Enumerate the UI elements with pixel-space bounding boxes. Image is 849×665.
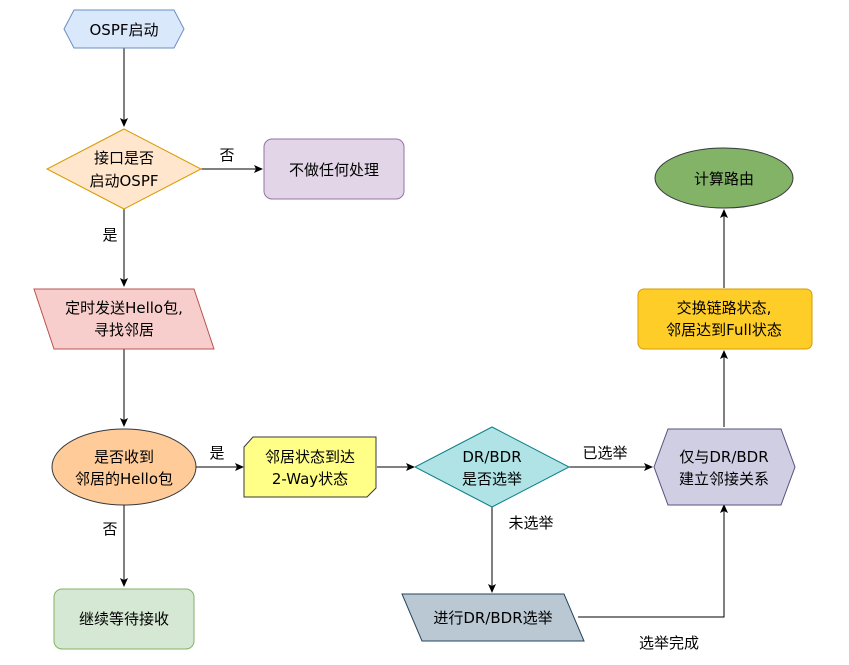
dr-bdr-check-diamond xyxy=(413,426,571,508)
node-send-hello: 定时发送Hello包, 寻找邻居 xyxy=(33,288,215,350)
adjacency-line-1: 仅与DR/BDR xyxy=(679,448,768,466)
edge-label-yes-received: 是 xyxy=(209,444,224,462)
send-hello-line-1: 定时发送Hello包, xyxy=(65,299,183,317)
node-ospf-start: OSPF启动 xyxy=(63,9,185,49)
compute-route-label: 计算路由 xyxy=(694,170,754,188)
adjacency-line-2: 建立邻接关系 xyxy=(679,470,769,488)
node-two-way: 邻居状态到达 2-Way状态 xyxy=(243,436,377,498)
ospf-start-label: OSPF启动 xyxy=(89,21,158,39)
no-action-box xyxy=(263,138,405,200)
compute-route-ellipse xyxy=(654,147,794,209)
continue-wait-box xyxy=(53,588,195,650)
edge-election-to-adjacency xyxy=(578,504,728,618)
interface-check-line-1: 接口是否 xyxy=(94,149,154,167)
node-received-hello: 是否收到 邻居的Hello包 xyxy=(51,428,197,506)
two-way-line-1: 邻居状态到达 xyxy=(265,448,355,466)
node-interface-check: 接口是否 启动OSPF xyxy=(45,128,203,210)
exchange-lsdb-line-2: 邻居达到Full状态 xyxy=(666,321,782,339)
edge-label-no-interface: 否 xyxy=(219,146,234,164)
node-no-action: 不做任何处理 xyxy=(263,138,405,200)
edge-label-election-done: 选举完成 xyxy=(639,634,699,652)
adjacency-hexagon xyxy=(653,428,796,506)
received-hello-line-2: 邻居的Hello包 xyxy=(75,470,173,488)
node-continue-wait: 继续等待接收 xyxy=(53,588,195,650)
ospf-start-hexagon xyxy=(63,9,185,49)
received-hello-line-1: 是否收到 xyxy=(94,448,154,466)
received-hello-ellipse xyxy=(51,428,197,506)
interface-check-line-2: 启动OSPF xyxy=(89,172,158,190)
edges xyxy=(120,48,728,618)
two-way-line-2: 2-Way状态 xyxy=(272,470,348,488)
edge-label-yes-interface: 是 xyxy=(102,226,117,244)
do-election-label: 进行DR/BDR选举 xyxy=(433,609,552,627)
do-election-parallelogram xyxy=(401,593,585,642)
node-dr-bdr-check: DR/BDR 是否选举 xyxy=(413,426,571,508)
send-hello-parallelogram xyxy=(33,288,215,350)
no-action-label: 不做任何处理 xyxy=(289,161,379,179)
continue-wait-label: 继续等待接收 xyxy=(79,610,169,628)
dr-bdr-check-line-1: DR/BDR xyxy=(462,448,521,466)
node-compute-route: 计算路由 xyxy=(654,147,794,209)
exchange-lsdb-box xyxy=(637,288,813,350)
edge-label-not-elected: 未选举 xyxy=(508,514,553,532)
node-adjacency: 仅与DR/BDR 建立邻接关系 xyxy=(653,428,796,506)
edge-label-elected: 已选举 xyxy=(582,444,627,462)
node-do-election: 进行DR/BDR选举 xyxy=(401,593,585,642)
exchange-lsdb-line-1: 交换链路状态, xyxy=(677,299,772,317)
edge-labels: 否 是 是 否 已选举 未选举 选举完成 xyxy=(102,146,699,652)
node-exchange-lsdb: 交换链路状态, 邻居达到Full状态 xyxy=(637,288,813,350)
interface-check-diamond xyxy=(45,128,203,210)
send-hello-line-2: 寻找邻居 xyxy=(94,321,154,339)
dr-bdr-check-line-2: 是否选举 xyxy=(462,470,522,488)
two-way-tag-shape xyxy=(243,436,377,498)
edge-label-no-received: 否 xyxy=(102,520,117,538)
